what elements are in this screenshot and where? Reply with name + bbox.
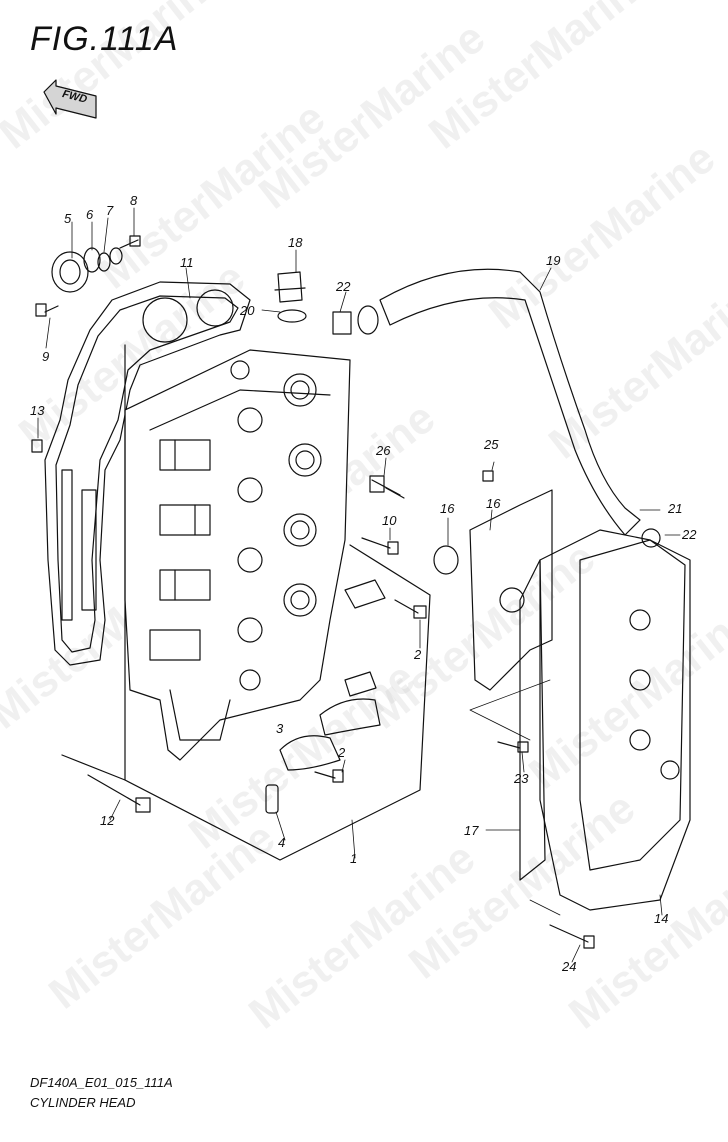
callout-23[interactable]: 23 (514, 771, 529, 786)
water-hose (357, 268, 641, 536)
callout-18[interactable]: 18 (288, 235, 303, 250)
fwd-arrow-icon (43, 79, 97, 119)
drain-plug (274, 271, 307, 323)
callout-9[interactable]: 9 (42, 349, 50, 364)
bolt-2-upper (394, 599, 427, 619)
callout-17[interactable]: 17 (464, 823, 479, 838)
assembly-bracket (61, 344, 431, 861)
reference-lines (37, 207, 681, 963)
callout-2-upper[interactable]: 2 (414, 647, 422, 662)
bolt-2-lower (314, 769, 344, 783)
bolt-10 (361, 537, 399, 555)
callout-25[interactable]: 25 (484, 437, 499, 452)
clip-16 (433, 545, 459, 575)
callout-13[interactable]: 13 (30, 403, 45, 418)
valve-rows (230, 360, 322, 691)
hose-clamp-22-top (332, 311, 352, 335)
callout-20[interactable]: 20 (240, 303, 255, 318)
callout-22-top[interactable]: 22 (336, 279, 351, 294)
diagram-code: DF140A_E01_015_111A (30, 1075, 173, 1090)
callout-4[interactable]: 4 (278, 835, 286, 850)
bolt-12 (87, 774, 151, 813)
callout-16[interactable]: 16 (440, 501, 455, 516)
callout-14[interactable]: 14 (654, 911, 669, 926)
thermostat-cover (35, 235, 141, 317)
callout-22-right[interactable]: 22 (682, 527, 697, 542)
head-gasket (44, 281, 251, 666)
callout-12[interactable]: 12 (100, 813, 115, 828)
callout-19[interactable]: 19 (546, 253, 561, 268)
callout-6[interactable]: 6 (86, 207, 94, 222)
intake-ports (149, 439, 211, 661)
cylinder-head (124, 349, 351, 761)
callout-1[interactable]: 1 (350, 851, 358, 866)
callout-2-lower[interactable]: 2 (338, 745, 346, 760)
bolt-24 (549, 924, 595, 949)
callout-11[interactable]: 11 (180, 255, 194, 270)
temp-sensor (369, 475, 405, 499)
callout-15[interactable]: 16 (486, 496, 501, 511)
figure-title: FIG.111A (30, 20, 179, 58)
pin-13 (31, 439, 43, 453)
callout-3[interactable]: 3 (276, 721, 284, 736)
diagram-name: CYLINDER HEAD (30, 1095, 136, 1110)
callout-10[interactable]: 10 (382, 513, 397, 528)
callout-24[interactable]: 24 (562, 959, 577, 974)
dowel-pin (265, 784, 279, 814)
callout-8[interactable]: 8 (130, 193, 138, 208)
callout-7[interactable]: 7 (106, 203, 114, 218)
cover-seal (519, 559, 546, 881)
camshaft-caps (279, 579, 386, 771)
head-cover (539, 529, 691, 911)
callout-5[interactable]: 5 (64, 211, 72, 226)
callout-21[interactable]: 21 (668, 501, 683, 516)
callout-26[interactable]: 26 (376, 443, 391, 458)
bolt-25 (482, 470, 494, 482)
bolt-23 (497, 741, 529, 753)
